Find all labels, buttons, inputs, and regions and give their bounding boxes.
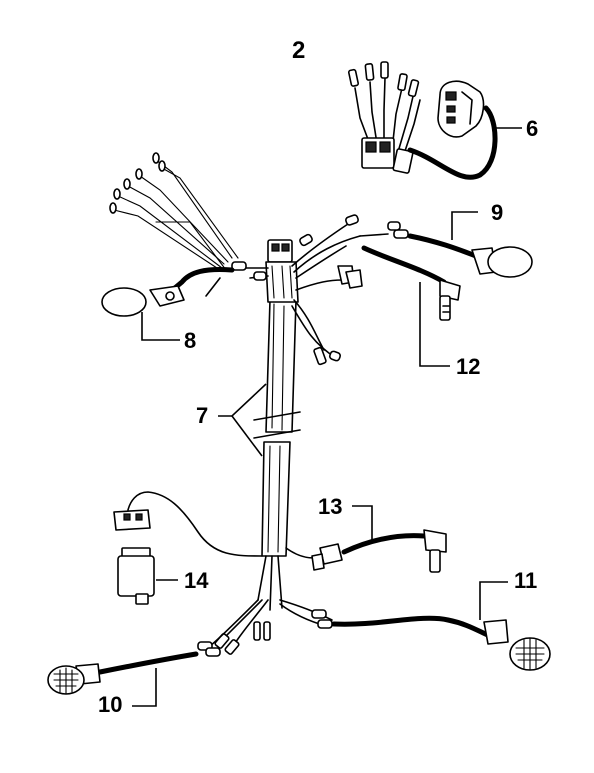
callout-8: 8 [184, 328, 197, 353]
sensor-13 [285, 529, 447, 573]
callout-11: 11 [514, 568, 538, 593]
left-rear-indicator [47, 599, 259, 695]
header-mark: 2 [292, 37, 305, 64]
callout-9: 9 [491, 200, 504, 225]
callout-12: 12 [456, 354, 481, 379]
relay-14 [113, 491, 263, 605]
switch-assembly [347, 61, 498, 180]
right-front-indicator [359, 221, 533, 278]
left-front-indicator [101, 267, 235, 317]
loose-wire-ends [109, 152, 239, 271]
right-rear-indicator [331, 615, 551, 671]
sensor-12 [361, 245, 461, 321]
callout-6: 6 [526, 116, 539, 141]
lower-branches [214, 555, 333, 655]
callout-7: 7 [196, 403, 209, 428]
callout-10: 10 [98, 692, 123, 717]
callout-13: 13 [318, 494, 343, 519]
main-harness [231, 214, 363, 557]
callout-14: 14 [184, 568, 209, 593]
